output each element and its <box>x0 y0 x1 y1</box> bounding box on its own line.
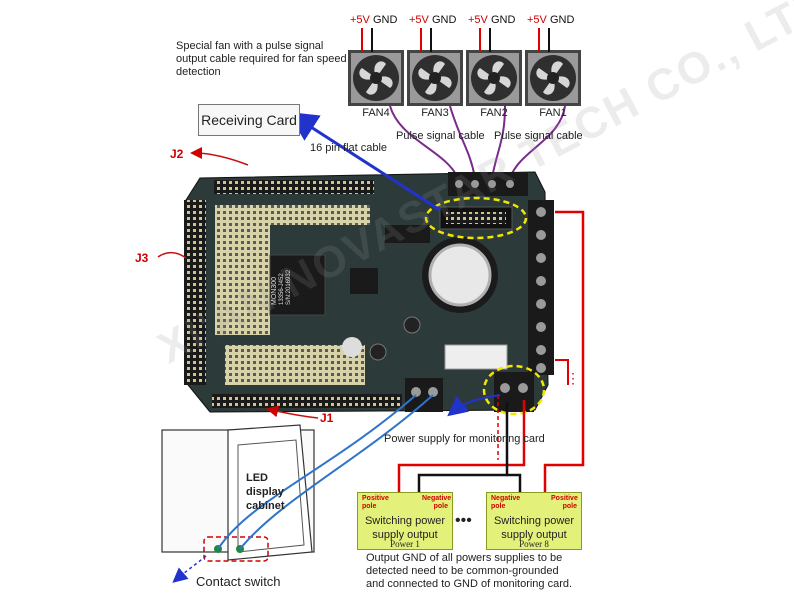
fan3-plus: +5V <box>409 14 429 26</box>
psu8-line-2: supply output <box>501 529 567 541</box>
fan1-label: FAN1 <box>539 107 567 119</box>
pulse-label-2: Pulse signal cable <box>494 130 583 142</box>
fan-power-wires <box>361 28 550 52</box>
bottom-note-line-1: Output GND of all powers supplies to be <box>366 552 563 564</box>
socket-highlight <box>424 196 528 240</box>
monitor-positive-wire <box>397 400 526 492</box>
switch-wire-2 <box>239 394 434 550</box>
psu-ellipsis: ••• <box>455 512 472 529</box>
fan2-power-label: +5V GND <box>468 14 515 26</box>
fan-note-line-2: output cable required for fan speed <box>176 53 347 65</box>
chip-line-2: 13356-J452 <box>279 273 285 305</box>
gnd-wire-branch <box>507 473 522 492</box>
psu8-line-1: Switching power <box>493 515 575 527</box>
flat-cable-label: 16 pin flat cable <box>310 142 388 154</box>
monitoring-board <box>184 171 554 413</box>
switch-wire-1 <box>217 394 417 550</box>
j1-arrow <box>266 405 319 419</box>
chip-line-3: S/N:2016932 <box>286 269 292 305</box>
psu-power-8: Negative pole Positive pole Switching po… <box>486 492 582 550</box>
cabinet-label-line-1: LED <box>246 472 268 484</box>
fan4-label: FAN4 <box>362 107 390 119</box>
psu1-positive-pole: Positive pole <box>362 495 389 510</box>
flat-cable-arrow <box>287 111 441 212</box>
switch-highlight <box>203 536 269 562</box>
monitor-arrow <box>447 394 501 417</box>
psu1-line-3: Power 1 <box>390 539 420 549</box>
psu8-negative-pole: Negative pole <box>491 495 521 510</box>
fan4-gnd: GND <box>372 14 398 26</box>
psu1-line-1: Switching power <box>364 515 446 527</box>
led-cabinet <box>161 424 315 561</box>
positive-wire-branch <box>555 359 569 385</box>
fan1-power-label: +5V GND <box>527 14 574 26</box>
fan-3 <box>407 50 463 106</box>
fan-1 <box>525 50 581 106</box>
cabinet-label-line-3: cabinet <box>246 500 285 512</box>
j2-arrow <box>190 147 249 166</box>
fan-group <box>348 50 581 106</box>
fan4-plus: +5V <box>350 14 370 26</box>
fan2-gnd: GND <box>490 14 516 26</box>
psu1-negative-pole: Negative pole <box>422 495 452 510</box>
gnd-wire <box>417 402 509 492</box>
fan-note-line-1: Special fan with a pulse signal <box>176 40 324 52</box>
fan2-label: FAN2 <box>480 107 508 119</box>
cabinet-label-line-2: display <box>246 486 284 498</box>
j1-label: J1 <box>320 411 334 425</box>
power-terminal-highlight <box>482 364 546 416</box>
psu8-line-3: Power 8 <box>519 539 549 549</box>
switch-arrow <box>172 555 207 583</box>
psu-power-1: Positive pole Negative pole Switching po… <box>357 492 453 550</box>
pulse-label-1: Pulse signal cable <box>396 130 485 142</box>
fan4-power-label: +5V GND <box>350 14 397 26</box>
fan-4 <box>348 50 404 106</box>
j3-label: J3 <box>135 251 149 265</box>
fan1-plus: +5V <box>527 14 547 26</box>
fan-note-line-3: detection <box>176 66 221 78</box>
chip-label: MON300 13356-J452 S/N:2016932 <box>271 265 325 305</box>
j2-label: J2 <box>170 147 184 161</box>
positive-wire-main <box>543 210 585 492</box>
fan1-gnd: GND <box>549 14 575 26</box>
fan3-power-label: +5V GND <box>409 14 456 26</box>
monitor-power-label: Power supply for monitoring card <box>384 433 545 445</box>
fan3-label: FAN3 <box>421 107 449 119</box>
chip-line-1: MON300 <box>271 276 278 305</box>
receiving-card-box: Receiving Card <box>198 104 300 136</box>
bottom-note-line-2: detected need to be common-grounded <box>366 565 559 577</box>
bottom-note-line-3: and connected to GND of monitoring card. <box>366 578 573 590</box>
svg-text:⋮: ⋮ <box>566 370 580 386</box>
contact-switch-label: Contact switch <box>196 574 281 589</box>
fan2-plus: +5V <box>468 14 488 26</box>
j3-arrow <box>157 251 187 259</box>
fan3-gnd: GND <box>431 14 457 26</box>
psu1-line-2: supply output <box>372 529 438 541</box>
fan-2 <box>466 50 522 106</box>
pulse-signal-cables <box>389 105 566 179</box>
psu8-positive-pole: Positive pole <box>551 495 578 510</box>
